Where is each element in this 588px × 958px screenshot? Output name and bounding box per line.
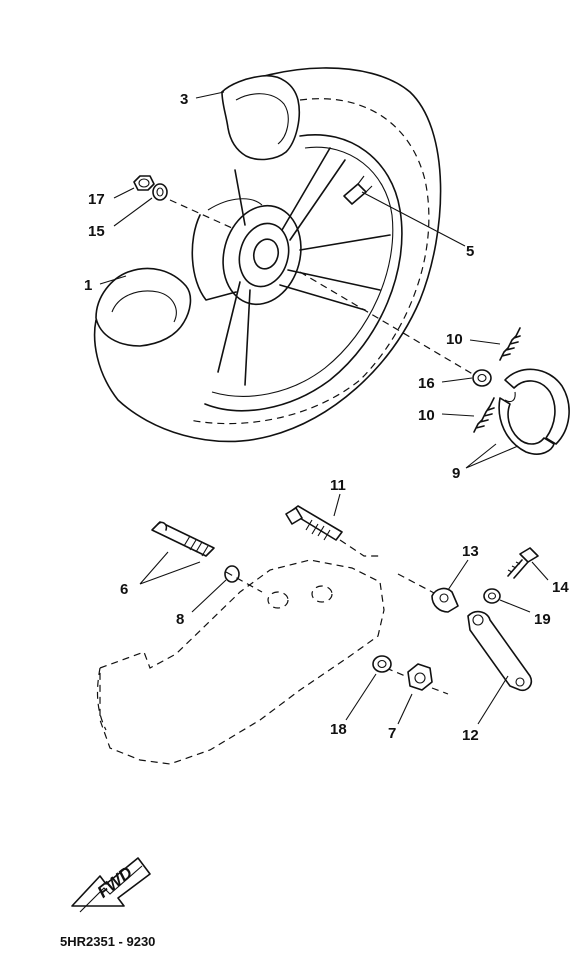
callout-3: 3 [180, 91, 188, 108]
callout-10-upper: 10 [446, 331, 463, 348]
hub-center [252, 238, 280, 270]
callout-18: 18 [330, 721, 347, 738]
callout-9: 9 [452, 465, 460, 482]
tire-assembly [93, 67, 442, 443]
valve-stem [343, 183, 367, 205]
callout-7: 7 [388, 725, 396, 742]
part-7-nut [407, 663, 433, 691]
case-hole-2 [311, 585, 333, 603]
callout-14: 14 [552, 579, 569, 596]
callout-12: 12 [462, 727, 479, 744]
rim-inner [211, 146, 394, 397]
part-12-brake-lever [467, 610, 533, 692]
part-19-washer [483, 588, 501, 604]
part-14-bolt [507, 547, 539, 579]
axle-case-line [225, 571, 263, 593]
wheel-spokes [217, 147, 391, 386]
lever-washer-line [397, 573, 437, 595]
callout-10-lower: 10 [418, 407, 435, 424]
part-6-axle [151, 521, 215, 557]
callout-17: 17 [88, 191, 105, 208]
callout-19: 19 [534, 611, 551, 628]
callout-13: 13 [462, 543, 479, 560]
axle-line-right [299, 271, 477, 377]
part-15-washer [152, 183, 168, 201]
callout-1: 1 [84, 277, 92, 294]
callout-labels: 3 1 17 15 5 10 16 10 9 11 13 14 19 6 8 1… [84, 91, 569, 744]
case-hole-1 [267, 591, 289, 609]
tire-section-left [95, 267, 192, 347]
tire-outer-edge [93, 67, 442, 443]
tire-section-top [221, 75, 301, 161]
callout-11: 11 [330, 477, 346, 494]
part-16-washer [472, 369, 492, 387]
part-9-brake-shoes [498, 368, 570, 455]
callout-6: 6 [120, 581, 128, 598]
part-11-camshaft [285, 505, 343, 541]
hub-middle [238, 222, 290, 288]
callout-16: 16 [418, 375, 435, 392]
part-8-ring [224, 565, 240, 583]
part-code: 5HR2351 - 9230 [60, 934, 155, 949]
tire-section-top-inner [235, 93, 289, 145]
case-left-edge [96, 667, 107, 731]
part-13-indicator-plate [431, 587, 459, 613]
leader-lines [99, 91, 549, 725]
transmission-case [99, 559, 385, 765]
hub-outer [222, 204, 302, 306]
tire-section-left-inner [111, 290, 177, 323]
nut-line [385, 667, 411, 679]
camshaft-case-line [339, 539, 380, 557]
part-10-spring-lower [473, 397, 495, 433]
fwd-direction-arrow: FWD [71, 857, 151, 913]
tire-tread-dash [189, 98, 430, 425]
callout-15: 15 [88, 223, 105, 240]
axle-line-left [169, 199, 233, 229]
brake-drum [191, 214, 237, 301]
part-10-spring-upper [499, 327, 521, 361]
rim-outer [204, 134, 403, 412]
callout-8: 8 [176, 611, 184, 628]
part-17-nut [133, 175, 155, 191]
part-18-washer [372, 655, 392, 673]
callout-5: 5 [466, 243, 474, 260]
nut-end-line [431, 687, 449, 695]
